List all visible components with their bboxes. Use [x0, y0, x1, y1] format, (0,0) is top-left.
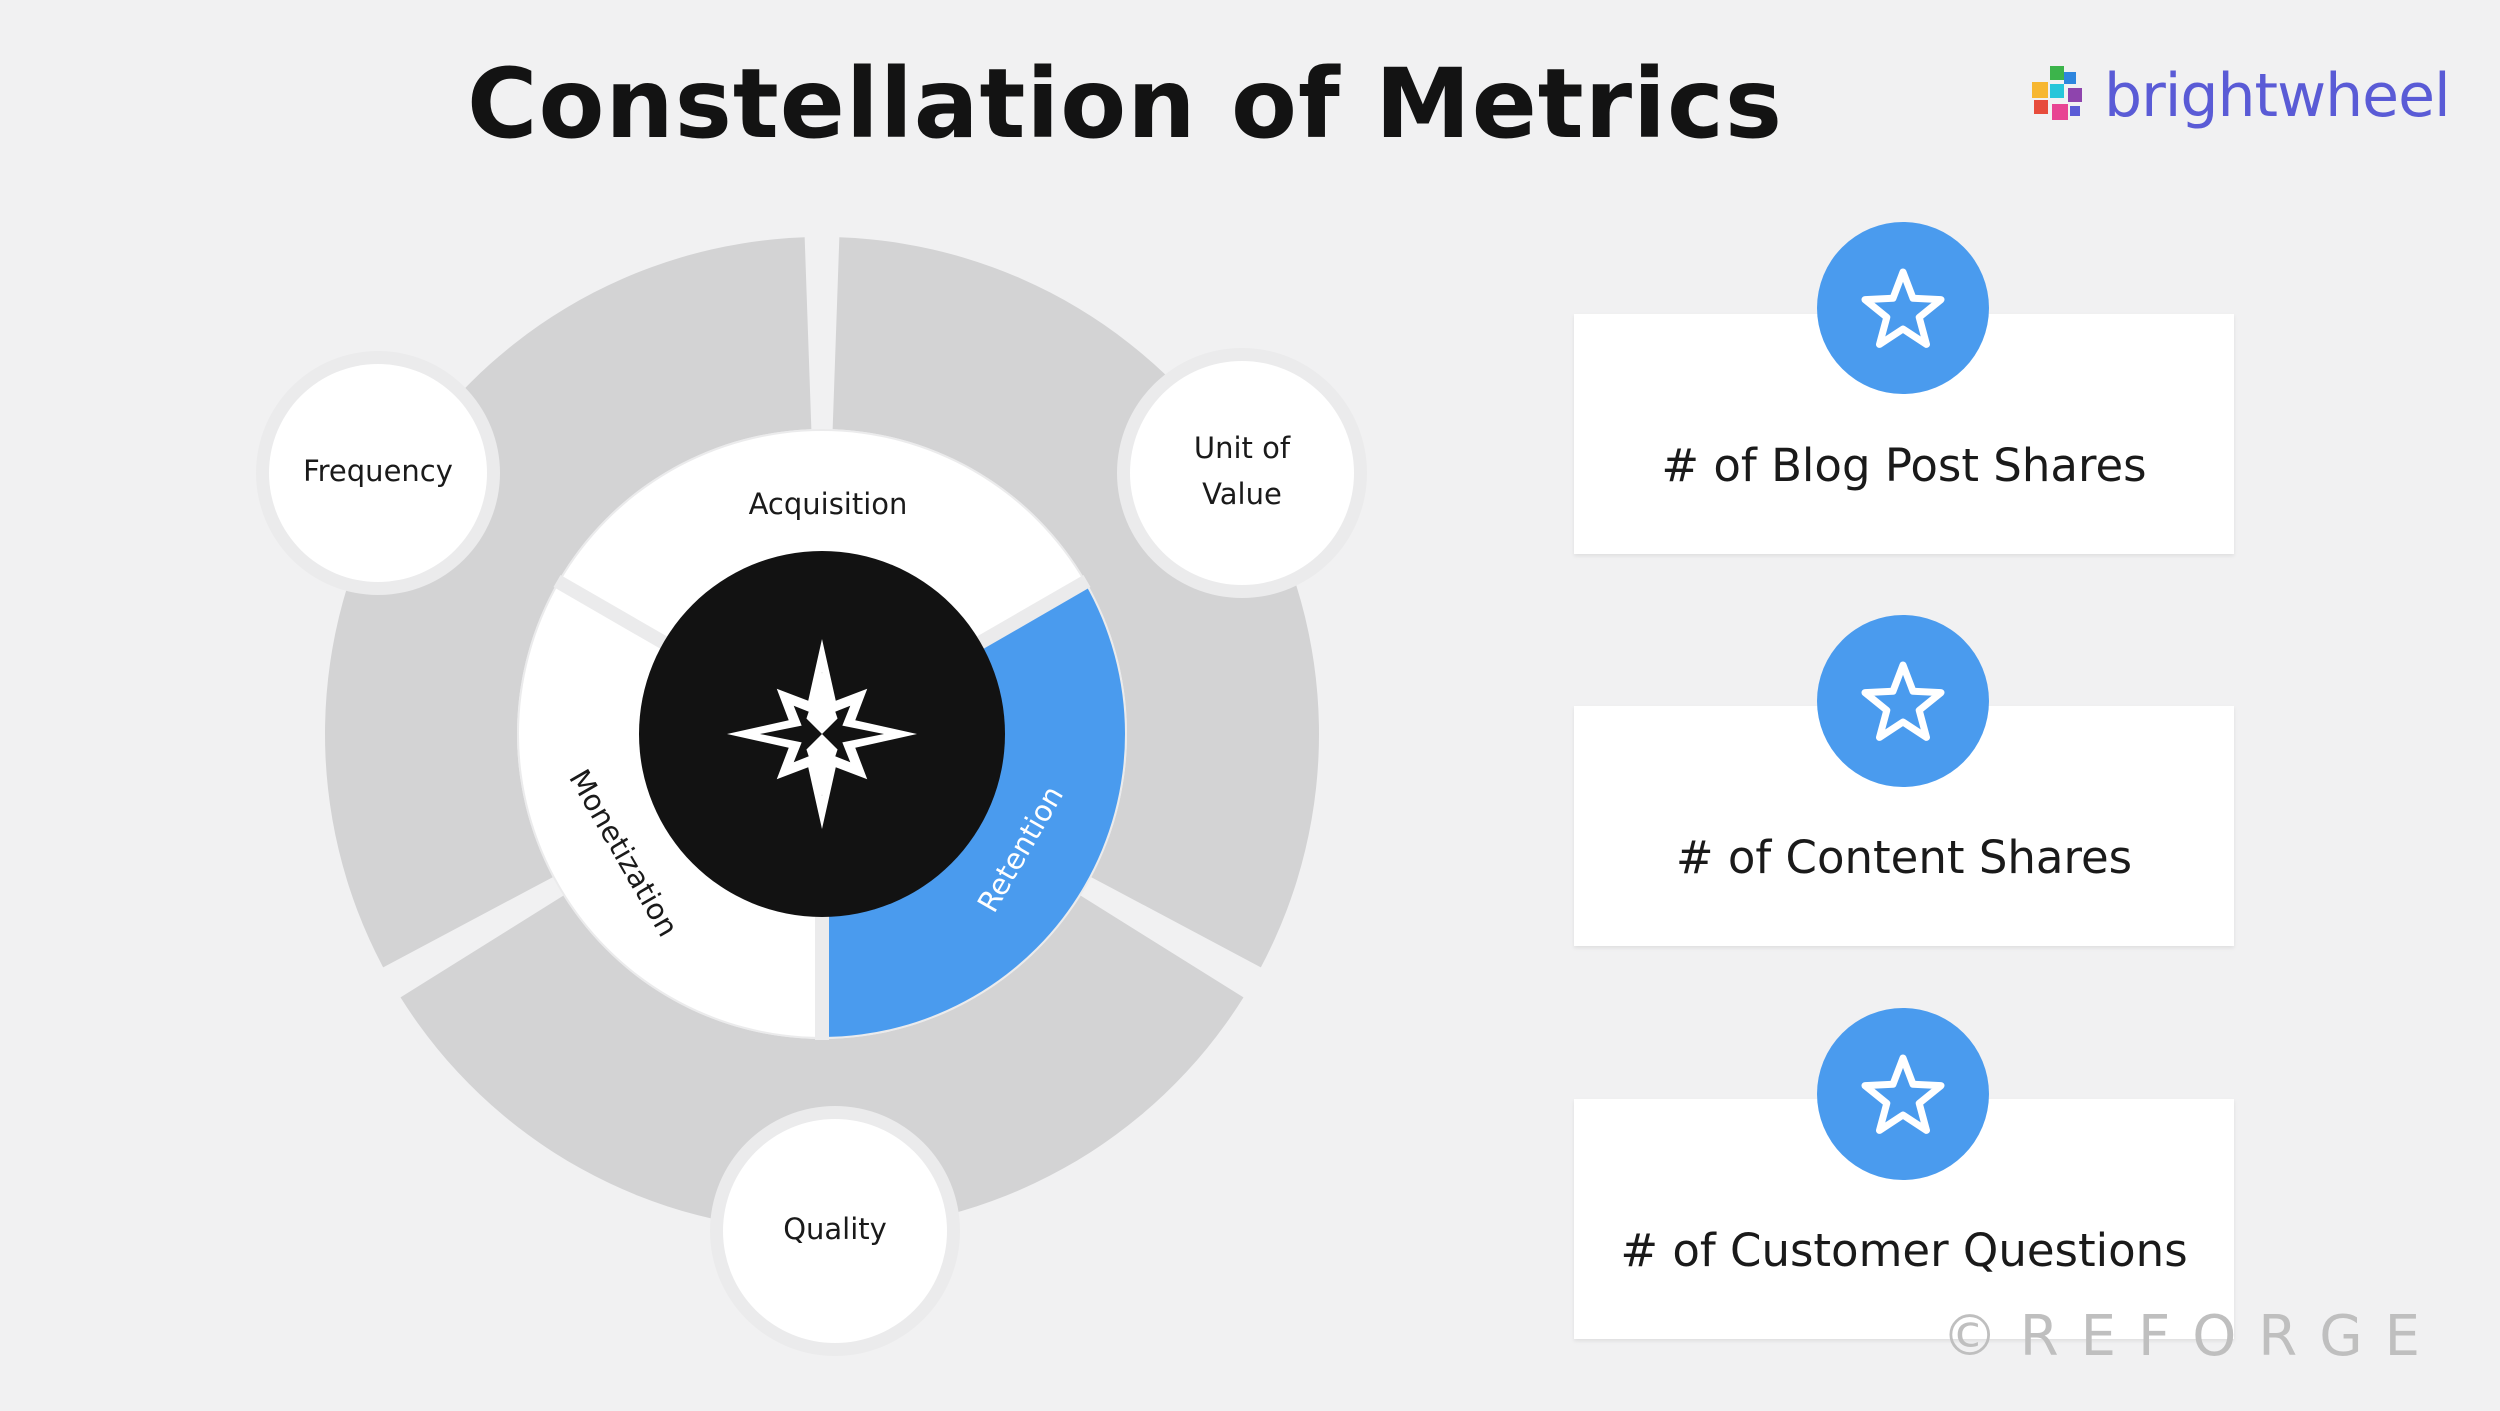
brightwheel-wordmark: brightwheel — [2104, 61, 2451, 131]
segment-divider — [553, 574, 672, 652]
brightwheel-logo-icon — [2032, 66, 2082, 120]
metric-label: # of Customer Questions — [1620, 1224, 2188, 1277]
metric-star-badge — [1817, 615, 1989, 787]
north-star-facet — [806, 734, 822, 796]
north-star-facet — [822, 672, 838, 734]
metric-star-badge — [1817, 1008, 1989, 1180]
page-title: Constellation of Metrics — [467, 48, 1783, 160]
outer-node-circle — [1130, 361, 1354, 585]
north-star-facet — [806, 672, 822, 734]
north-star-facet — [822, 734, 838, 796]
metric-star-badge — [1817, 222, 1989, 394]
segment-label-acquisition: Acquisition — [749, 487, 908, 521]
segment-divider — [972, 574, 1091, 652]
segment-retention — [822, 582, 1125, 1037]
outer-ring-segment — [400, 895, 1244, 1231]
segment-acquisition — [559, 431, 1085, 643]
outer-node-circle — [269, 364, 487, 582]
segment-monetization — [518, 582, 822, 1037]
outer-node-circle — [723, 1119, 947, 1343]
reforge-watermark: ©REFORGE — [1941, 1304, 2442, 1369]
outer-node-frequency: Frequency — [256, 351, 500, 595]
outer-node-label: Quality — [783, 1212, 887, 1246]
outer-node-label: Frequency — [303, 454, 453, 488]
outer-node-quality: Quality — [710, 1106, 960, 1356]
inner-wheel — [518, 431, 1125, 1040]
star-icon — [1861, 661, 1945, 741]
star-icon — [1861, 1054, 1945, 1134]
metric-label: # of Content Shares — [1675, 831, 2133, 884]
outer-node-label: Value — [1202, 477, 1282, 511]
star-icon — [1861, 268, 1945, 348]
brightwheel-logo: brightwheel — [2028, 60, 2451, 132]
outer-node-unit-of-value: Unit of Value — [1117, 348, 1367, 598]
outer-node-label: Unit of — [1194, 431, 1291, 465]
metric-label: # of Blog Post Shares — [1661, 439, 2147, 492]
